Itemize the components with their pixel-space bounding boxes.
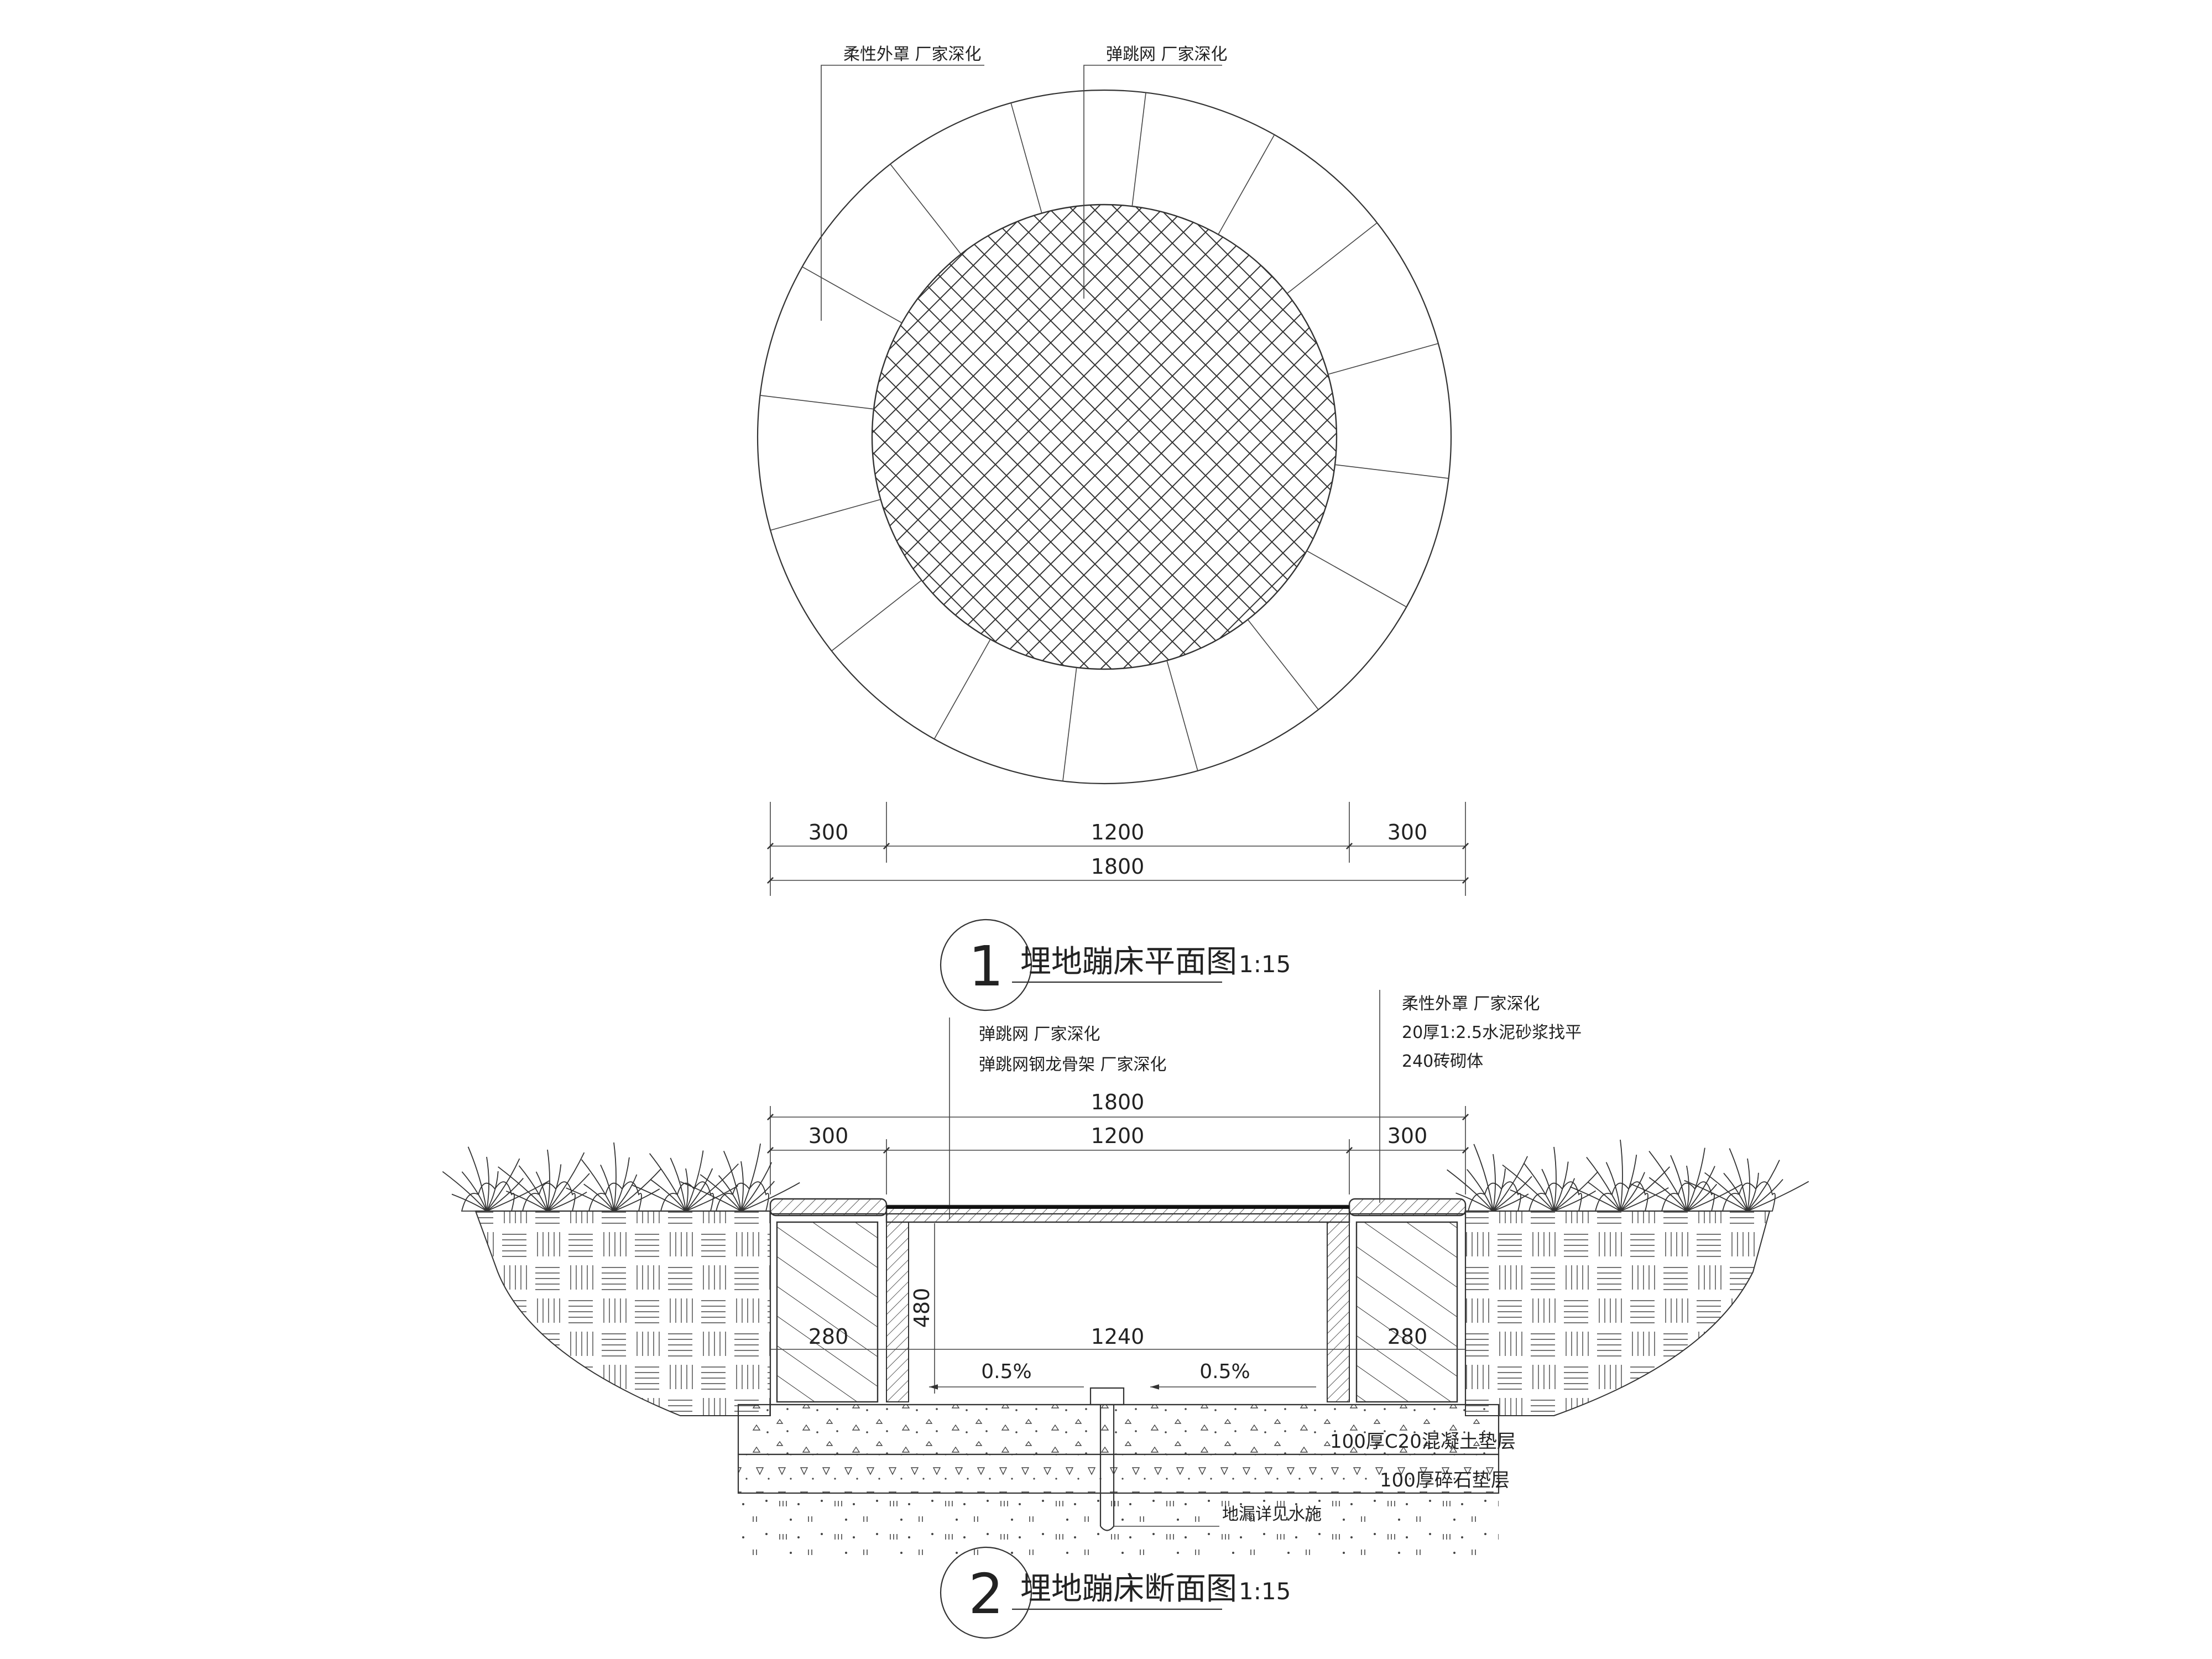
plan-dim-left: 300: [808, 820, 849, 844]
section-plaster-right: [1327, 1222, 1350, 1402]
plan-pad-divider: [1286, 222, 1378, 294]
section-dim-mid: 1200: [1091, 1124, 1145, 1148]
section-dimensions: 1800 300 1200 300: [766, 1090, 1469, 1194]
section-plaster-left: [886, 1222, 909, 1402]
plan-pad-dividers: [760, 92, 1449, 781]
plan-leader-cover: [821, 65, 984, 321]
plan-pad-divider: [1010, 102, 1042, 213]
plan-dim-mid: 1200: [1091, 820, 1145, 844]
shrub: [680, 1143, 800, 1212]
plan-pad-divider: [1131, 92, 1146, 207]
section-title-block: 2 埋地蹦床断面图 1:15: [940, 1546, 1291, 1639]
shrub: [442, 1146, 550, 1212]
plan-pad-divider: [1328, 343, 1439, 375]
section-floor-drain: [1089, 1387, 1125, 1406]
plan-pad-divider: [1334, 464, 1449, 479]
section-wall-left: [776, 1221, 879, 1403]
section-dim-total: 1800: [1091, 1090, 1145, 1114]
plan-dim-right: 300: [1387, 820, 1428, 844]
shrub: [1569, 1139, 1671, 1212]
shrub: [1502, 1146, 1599, 1212]
plan-pad-divider: [802, 266, 902, 324]
plan-pad-divider: [831, 580, 922, 651]
plan-view: 柔性外罩 厂家深化 弹跳网 厂家深化 300 1200 300 1800 1 埋…: [757, 45, 1469, 1011]
plan-pad-divider: [933, 639, 991, 739]
section-slope-right: 0.5%: [1199, 1360, 1250, 1383]
section-title: 埋地蹦床断面图: [1020, 1571, 1237, 1607]
section-soil-left: [474, 1211, 771, 1416]
section-layer-concrete: 100厚C20混凝土垫层: [1330, 1431, 1516, 1453]
section-callout-net: 弹跳网 厂家深化: [979, 1025, 1100, 1044]
plan-dimensions: 300 1200 300 1800: [766, 802, 1469, 896]
section-dim-depth: 480: [910, 1288, 934, 1328]
shrub: [566, 1142, 662, 1212]
section-scale: 1:15: [1239, 1578, 1291, 1605]
section-gravel-layer: [737, 1453, 1500, 1494]
plan-pad-divider: [890, 164, 962, 255]
plan-callout-net: 弹跳网 厂家深化: [1106, 45, 1228, 64]
plan-title-block: 1 埋地蹦床平面图 1:15: [940, 919, 1291, 1011]
section-view: 弹跳网 厂家深化 弹跳网钢龙骨架 厂家深化 柔性外罩 厂家深化 20厚1:2.5…: [442, 990, 1809, 1639]
plan-pad-divider: [1247, 619, 1319, 710]
section-callout-mortar: 20厚1:2.5水泥砂浆找平: [1402, 1023, 1582, 1042]
section-layer-gravel: 100厚碎石垫层: [1380, 1469, 1510, 1491]
section-shrubs: [442, 1139, 1809, 1212]
section-wall-right: [1355, 1221, 1458, 1403]
plan-scale: 1:15: [1239, 951, 1291, 978]
plan-callout-cover: 柔性外罩 厂家深化: [843, 45, 982, 64]
plan-dim-total: 1800: [1091, 854, 1145, 879]
section-callout-cover: 柔性外罩 厂家深化: [1402, 994, 1540, 1014]
plan-pad-divider: [1166, 660, 1198, 771]
plan-pad-divider: [770, 499, 881, 531]
section-dim-inner: 1240: [1091, 1324, 1145, 1349]
section-cover-right: [1348, 1198, 1467, 1217]
section-dim-wall-left: 280: [808, 1324, 849, 1349]
section-soil-right: [1465, 1211, 1771, 1416]
plan-title-number: 1: [968, 934, 1004, 999]
plan-pad-divider: [1306, 550, 1407, 608]
section-drain-note: 地漏详见水施: [1222, 1505, 1322, 1524]
plan-pad-divider: [1062, 667, 1077, 781]
section-dim-wall-right: 280: [1387, 1324, 1428, 1349]
plan-outer-ring: [757, 89, 1452, 785]
plan-title: 埋地蹦床平面图: [1020, 944, 1237, 980]
plan-pad-divider: [1218, 134, 1275, 235]
section-slope-left: 0.5%: [981, 1360, 1031, 1383]
shrub: [498, 1149, 590, 1212]
plan-title-number-circle: [940, 919, 1032, 1011]
section-callout-brick: 240砖砌体: [1402, 1052, 1483, 1071]
plan-leader-net: [1083, 65, 1222, 299]
section-dim-left: 300: [808, 1124, 849, 1148]
section-concrete-layer: [737, 1404, 1500, 1455]
section-title-number: 2: [968, 1562, 1004, 1626]
plan-pad-divider: [760, 395, 874, 410]
shrub: [1630, 1147, 1742, 1212]
shrub: [1684, 1148, 1809, 1212]
section-title-number-circle: [940, 1546, 1032, 1639]
section-callout-frame: 弹跳网钢龙骨架 厂家深化: [979, 1055, 1167, 1074]
shrub: [631, 1150, 739, 1212]
section-subgrade: [738, 1493, 1499, 1557]
section-dim-right: 300: [1387, 1124, 1428, 1148]
section-cover-left: [769, 1198, 888, 1217]
plan-net-circle: [871, 204, 1338, 670]
